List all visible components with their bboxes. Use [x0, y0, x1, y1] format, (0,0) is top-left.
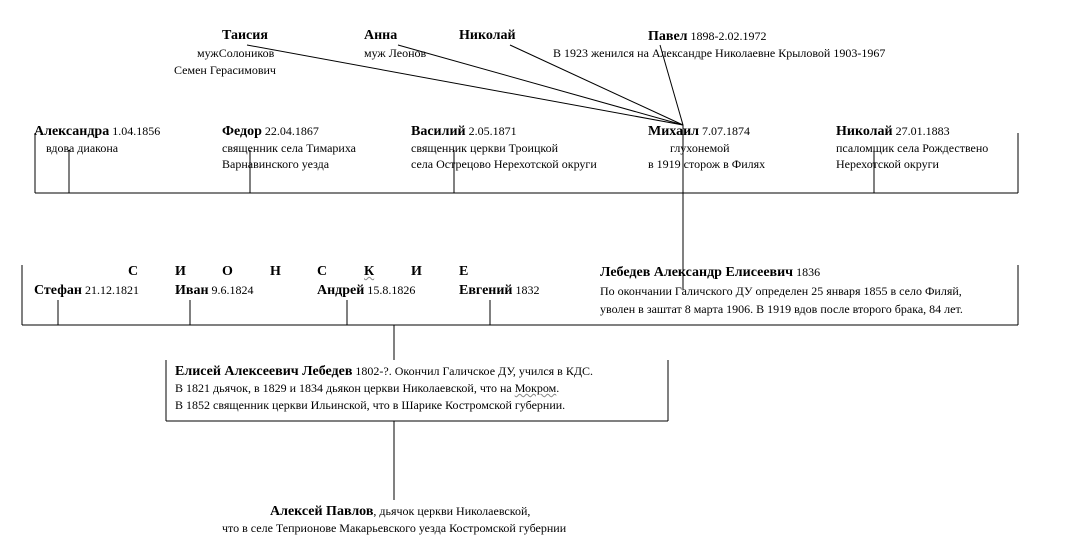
- elisey-header: Елисей Алексеевич Лебедев 1802-?. Окончи…: [175, 363, 593, 380]
- vasiliy-name: Василий: [411, 124, 466, 139]
- mikhail-dates: 7.07.1874: [702, 124, 751, 138]
- aleksandr-header: Лебедев Александр Елисеевич 1836: [600, 264, 820, 281]
- vasiliy-dates: 2.05.1871: [468, 124, 517, 138]
- surname-letter: Е: [459, 264, 469, 279]
- elisey-note-1-place: Мокром: [514, 381, 557, 395]
- pavel-dates: 1898-2.02.1972: [690, 29, 767, 43]
- surname-letter: И: [175, 264, 186, 279]
- evgeniy-dates: 1832: [515, 283, 540, 297]
- evgeniy-name: Евгений: [459, 283, 513, 298]
- stefan-header: Стефан 21.12.1821: [34, 282, 139, 299]
- fedor-note-2: Варнавинского уезда: [222, 157, 330, 171]
- line-pavel-mikhail: [659, 44, 684, 126]
- aleksandr-name: Лебедев Александр Елисеевич: [600, 265, 794, 280]
- nikolai2-name: Николай: [836, 124, 893, 139]
- mikhail-name: Михаил: [648, 124, 700, 139]
- andrey-name: Андрей: [317, 283, 365, 298]
- fedor-name: Федор: [222, 124, 262, 139]
- pavel-name: Павел: [648, 29, 688, 44]
- ivan-header: Иван 9.6.1824: [175, 282, 254, 299]
- line-anna-mikhail: [397, 44, 684, 126]
- aleksandra-name: Александра: [34, 124, 110, 139]
- mikhail-note-2: в 1919 сторож в Филях: [648, 157, 766, 171]
- pavel-note: В 1923 женился на Александре Николаевне …: [553, 46, 886, 60]
- aleksey-name: Алексей Павлов: [270, 504, 374, 519]
- anna-spouse: муж Леонов: [364, 46, 427, 60]
- fedor-note-1: священник села Тимариха: [222, 141, 357, 155]
- aleksey-note: что в селе Теприонове Макарьевского уезд…: [222, 521, 567, 535]
- surname-letter: С: [317, 264, 328, 279]
- surname-letter: И: [411, 264, 422, 279]
- vasiliy-header: Василий 2.05.1871: [411, 123, 517, 140]
- andrey-header: Андрей 15.8.1826: [317, 282, 415, 299]
- aleksandra-note: вдова диакона: [46, 141, 119, 155]
- taisia-name: Таисия: [222, 28, 268, 43]
- elisey-dates: 1802-?. Окончил Галичское ДУ, учился в К…: [355, 364, 594, 378]
- taisia-spouse-name: Семен Герасимович: [174, 63, 276, 77]
- aleksandr-note-1: По окончании Галичского ДУ определен 25 …: [600, 284, 962, 298]
- taisia-spouse: мужСолоников: [197, 46, 275, 60]
- elisey-note-1: В 1821 дьячок, в 1829 и 1834 дьякон церк…: [175, 380, 559, 396]
- anna-name: Анна: [364, 28, 398, 43]
- vasiliy-note-1: священник церкви Троицкой: [411, 141, 559, 155]
- surname-letter: К: [364, 264, 375, 279]
- ivan-name: Иван: [175, 283, 209, 298]
- line-nikolai-mikhail: [509, 44, 684, 126]
- stefan-name: Стефан: [34, 283, 82, 298]
- aleksandr-note-2: уволен в заштат 8 марта 1906. В 1919 вдо…: [600, 302, 963, 316]
- aleksey-header: Алексей Павлов, дьячок церкви Николаевск…: [270, 503, 530, 520]
- evgeniy-header: Евгений 1832: [459, 282, 539, 299]
- nikolai2-header: Николай 27.01.1883: [836, 123, 950, 140]
- elisey-note-2: В 1852 священник церкви Ильинской, что в…: [175, 398, 566, 412]
- fedor-dates: 22.04.1867: [264, 124, 319, 138]
- aleksandr-dates: 1836: [796, 265, 821, 279]
- ivan-dates: 9.6.1824: [211, 283, 254, 297]
- line-taisia-mikhail: [246, 44, 684, 126]
- mikhail-header: Михаил 7.07.1874: [648, 123, 750, 140]
- aleksey-role: , дьячок церкви Николаевской,: [373, 504, 531, 518]
- surname-letter: О: [222, 264, 233, 279]
- elisey-note-1-end: .: [556, 381, 560, 395]
- pavel-header: Павел 1898-2.02.1972: [648, 28, 767, 45]
- nikolai2-note-2: Нерехотской округи: [836, 157, 939, 171]
- fedor-header: Федор 22.04.1867: [222, 123, 319, 140]
- elisey-name: Елисей Алексеевич Лебедев: [175, 364, 353, 379]
- stefan-dates: 21.12.1821: [84, 283, 139, 297]
- nikolai2-dates: 27.01.1883: [895, 124, 950, 138]
- vasiliy-note-2: села Острецово Нерехотской округи: [411, 157, 597, 171]
- aleksandra-dates: 1.04.1856: [112, 124, 161, 138]
- surname-letter: С: [128, 264, 139, 279]
- surname-letter: Н: [270, 264, 281, 279]
- aleksandra-header: Александра 1.04.1856: [34, 123, 160, 140]
- elisey-note-1-text: В 1821 дьячок, в 1829 и 1834 дьякон церк…: [175, 381, 515, 395]
- mikhail-note-1: глухонемой: [670, 141, 730, 155]
- nikolai-top-name: Николай: [459, 28, 516, 43]
- andrey-dates: 15.8.1826: [367, 283, 416, 297]
- nikolai2-note-1: псаломщик села Рождествено: [836, 141, 989, 155]
